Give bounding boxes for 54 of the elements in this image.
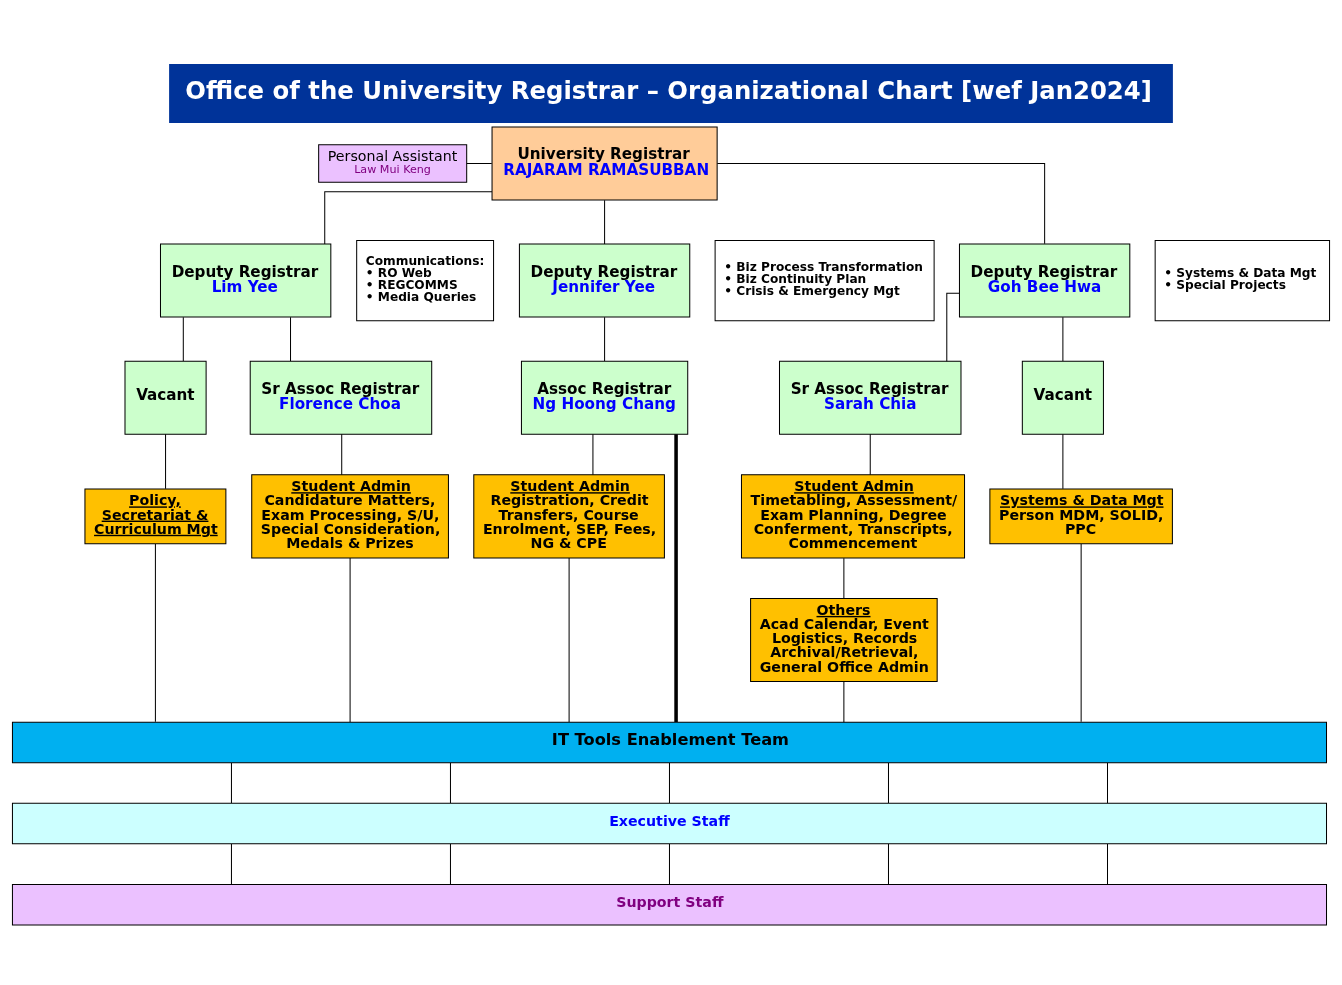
connector: [324, 191, 493, 245]
node-box: Student Admin Timetabling, Assessment/ Exam Planning, Degree Conferment, Transcripts, Commencement: [740, 474, 966, 559]
connector: [592, 433, 594, 476]
connector: [843, 681, 845, 723]
connector: [568, 557, 570, 723]
node-box: IT Tools Enablement Team: [11, 721, 1327, 764]
connector: [1080, 543, 1082, 723]
node-box: Deputy Registrar Lim Yee: [159, 243, 332, 318]
connector: [341, 433, 343, 476]
node-box: Sr Assoc Registrar Florence Choa: [249, 360, 433, 435]
node-box: • Biz Process Transformation • Biz Continuity Plan • Crisis & Emergency Mgt: [714, 240, 935, 322]
connector: [888, 843, 889, 885]
node-box: Policy, Secretariat & Curriculum Mgt: [84, 488, 227, 545]
connector: [946, 292, 960, 362]
connector: [182, 316, 184, 362]
connector: [869, 433, 871, 476]
node-box: Executive Staff: [11, 802, 1327, 845]
node-box: Others Acad Calendar, Event Logistics, Records Archival/Retrieval, General Office Admin: [750, 597, 938, 683]
connector: [449, 762, 451, 804]
connector: [674, 434, 678, 722]
connector: [888, 762, 889, 804]
node-box: University Registrar RAJARAM RAMASUBBAN: [491, 126, 718, 201]
connector: [668, 762, 670, 804]
node-box: Systems & Data Mgt Person MDM, SOLID, PPC: [989, 488, 1173, 545]
node-box: Assoc Registrar Ng Hoong Chang: [520, 360, 689, 435]
connector: [843, 557, 845, 599]
node-box: Deputy Registrar Goh Bee Hwa: [958, 243, 1131, 318]
node-box: Sr Assoc Registrar Sarah Chia: [779, 360, 962, 435]
diagram-title: Office of the University Registrar – Organizational Chart [wef Jan2024]: [185, 75, 1152, 105]
connector: [154, 543, 156, 723]
connector: [1062, 433, 1064, 490]
node-box: Vacant: [1021, 360, 1104, 435]
node-box: Communications: • RO Web • REGCOMMS • Media Queries: [356, 240, 495, 322]
node-box: Support Staff: [11, 883, 1327, 926]
node-box: Student Admin Registration, Credit Transfers, Course Enrolment, SEP, Fees, NG & CPE: [473, 474, 665, 559]
connector: [668, 843, 670, 885]
connector: [165, 433, 167, 490]
connector: [1107, 762, 1108, 804]
connector: [604, 316, 606, 362]
node-box: Personal Assistant Law Mui Keng: [318, 144, 468, 183]
connector: [604, 199, 606, 245]
connector: [230, 762, 232, 804]
node-box: • Systems & Data Mgt • Special Projects: [1154, 240, 1331, 322]
connector: [466, 162, 493, 164]
node-box: Deputy Registrar Jennifer Yee: [518, 243, 691, 318]
node-box: Vacant: [124, 360, 207, 435]
connector: [1107, 843, 1108, 885]
connector: [349, 557, 351, 723]
connector: [716, 162, 1046, 245]
node-box: Student Admin Candidature Matters, Exam Processing, S/U, Special Consideration, Medals & Prizes: [251, 474, 449, 559]
connector: [449, 843, 451, 885]
connector: [230, 843, 232, 885]
connector: [1062, 316, 1064, 362]
connector: [290, 316, 292, 362]
